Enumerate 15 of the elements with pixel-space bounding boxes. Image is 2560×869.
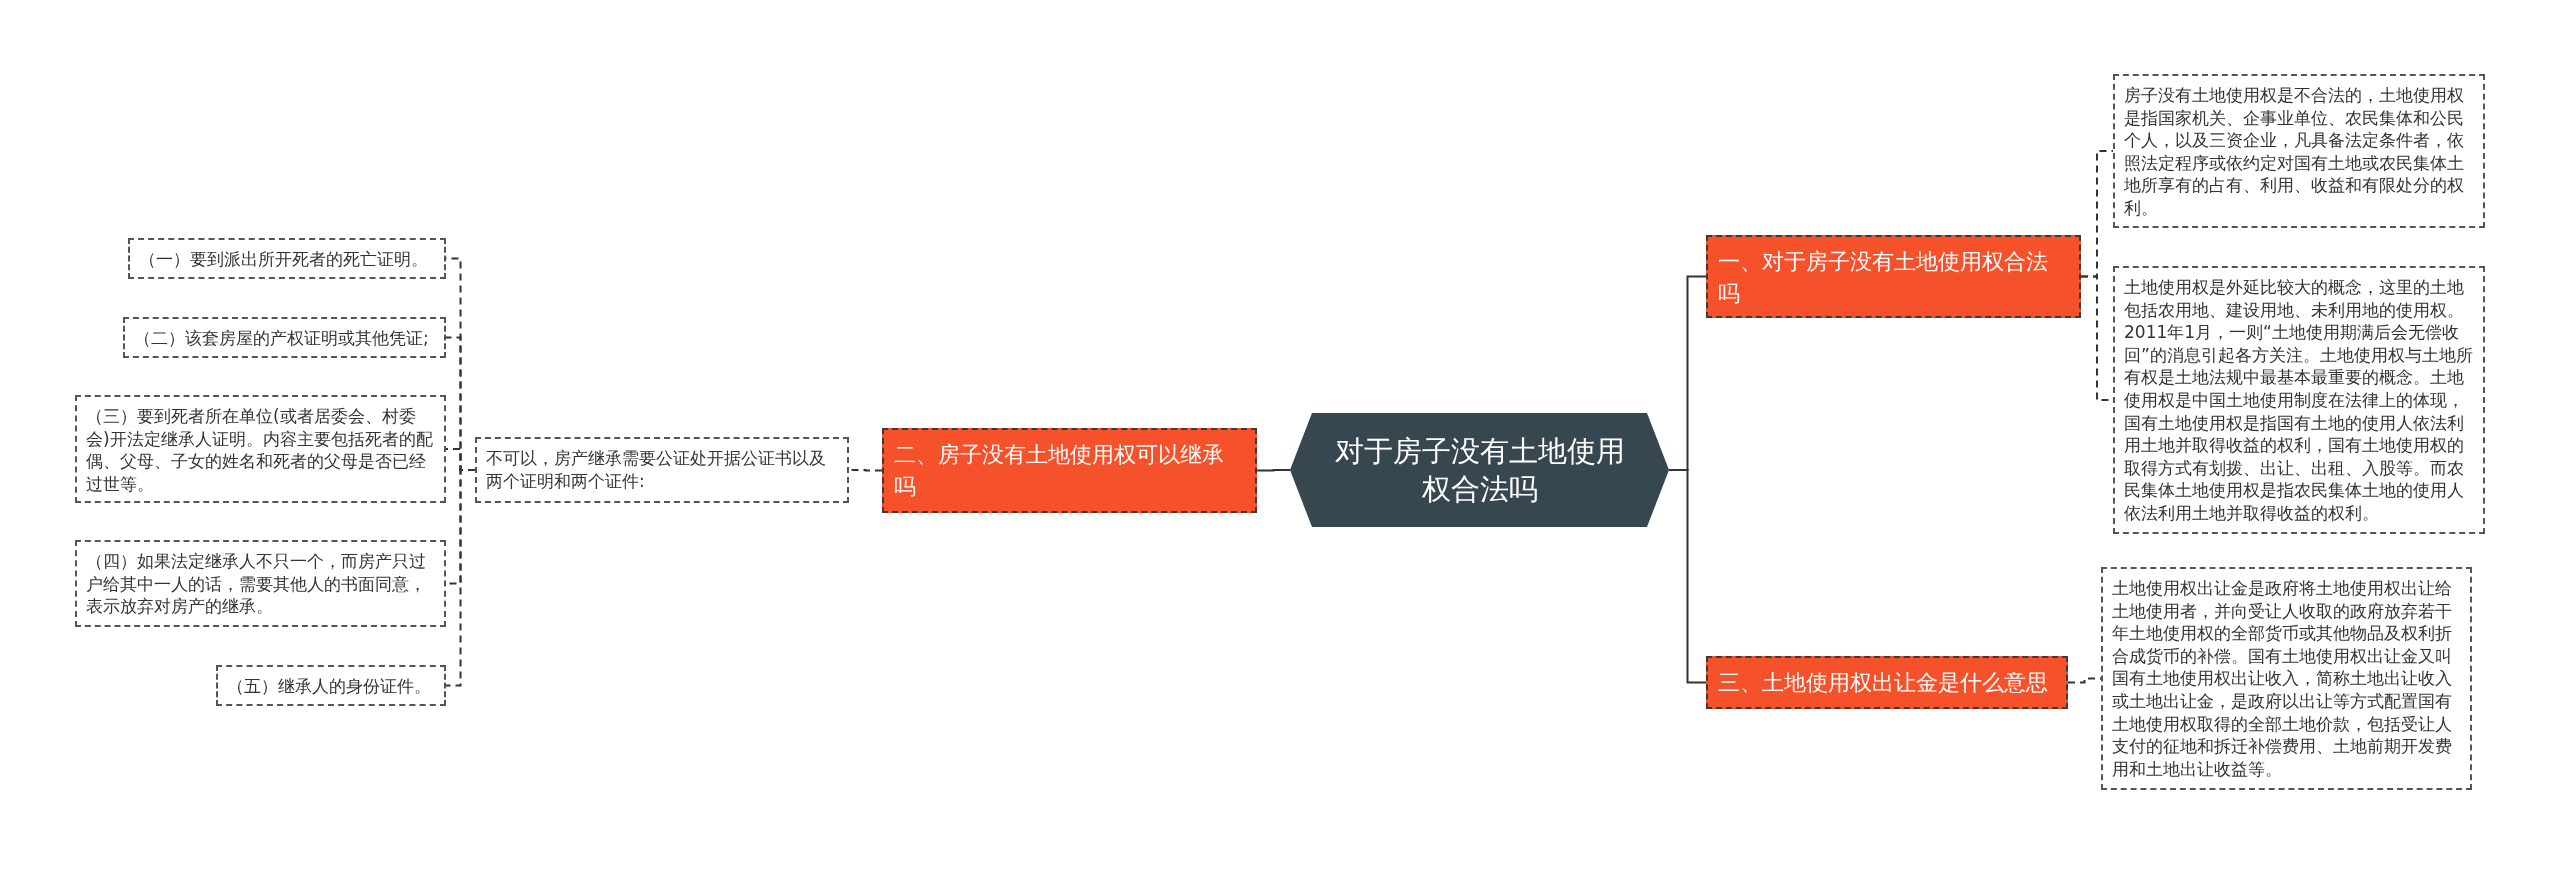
text-box: （三）要到死者所在单位(或者居委会、村委会)开法定继承人证明。内容主要包括死者的配偶、父母、子女的姓名和死者的父母是否已经过世等。 <box>75 395 446 503</box>
text-box: （四）如果法定继承人不只一个，而房产只过户给其中一人的话，需要其他人的书面同意，表示放弃对房产的继承。 <box>75 540 446 627</box>
text-box: （二）该套房屋的产权证明或其他凭证; <box>123 317 446 358</box>
topic-box: 三、土地使用权出让金是什么意思 <box>1706 656 2068 709</box>
text-box: （一）要到派出所开死者的死亡证明。 <box>128 238 446 279</box>
connector-line <box>445 469 476 687</box>
text-box: （五）继承人的身份证件。 <box>216 665 446 706</box>
text-box: 房子没有土地使用权是不合法的，土地使用权是指国家机关、企事业单位、农民集体和公民个人，以及三资企业，凡具备法定条件者，依照法定程序或依约定对国有土地或农民集体土地所享有的占有、利用、收益和有限处分的权利。 <box>2113 74 2485 228</box>
connector-line <box>1256 469 1291 472</box>
text-box: 土地使用权是外延比较大的概念，这里的土地包括农用地、建设用地、未利用地的使用权。2011年1月，一则“土地使用期满后会无偿收回”的消息引起各方关注。土地使用权与土地所有权是土地法规中最基本最重要的概念。土地使用权是中国土地使用制度在法律上的体现，国有土地使用权是指国有土地的使用人依法利用土地并取得收益的权利，国有土地使用权的取得方式有划拨、出让、出租、入股等。而农民集体土地使用权是指农民集体土地的使用人依法利用土地并取得收益的权利。 <box>2113 266 2485 534</box>
text-box: 不可以，房产继承需要公证处开据公证书以及两个证明和两个证件: <box>475 437 849 503</box>
text-box: 土地使用权出让金是政府将土地使用权出让给土地使用者，并向受让人收取的政府放弃若干年土地使用权的全部货币或其他物品及权利折合成货币的补偿。国有土地使用权出让金又叫国有土地使用权出让收入，简称土地出让收入或土地出让金，是政府以出让等方式配置国有土地使用权取得的全部土地价款，包括受让人支付的征地和拆迁补偿费用、土地前期开发费用和土地出让收益等。 <box>2101 567 2472 790</box>
connector-line <box>1668 469 1707 684</box>
topic-box: 一、对于房子没有土地使用权合法吗 <box>1706 235 2081 318</box>
topic-box: 二、房子没有土地使用权可以继承吗 <box>882 428 1257 513</box>
